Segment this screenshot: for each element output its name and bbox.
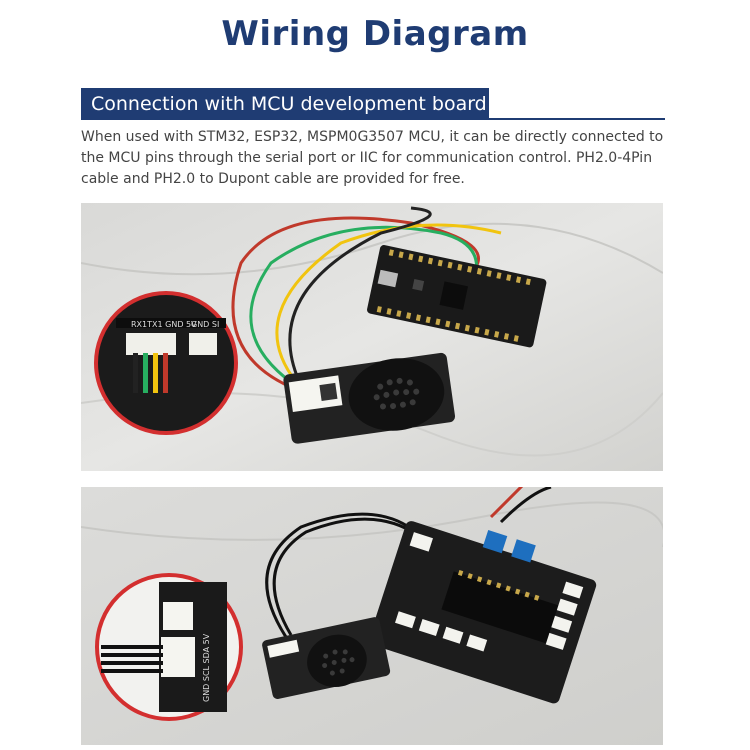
- pin-labels-left: RX1TX1 GND 5V: [131, 320, 197, 329]
- connector-callout-zoom: RX1TX1 GND 5V GND SI: [94, 291, 238, 435]
- wiring-photo-expansion-board: GND SCL SDA 5V: [81, 487, 663, 745]
- pin-labels-right: GND SI: [191, 320, 219, 329]
- section-heading: Connection with MCU development board: [81, 88, 489, 120]
- voice-module: [283, 352, 456, 444]
- connector-callout-zoom: GND SCL SDA 5V: [95, 573, 243, 721]
- cable-wires: [231, 206, 502, 390]
- pin-labels: GND SCL SDA 5V: [202, 633, 211, 702]
- section-description: When used with STM32, ESP32, MSPM0G3507 …: [81, 129, 664, 187]
- mcu-board: [367, 245, 547, 348]
- voice-module: [262, 617, 391, 699]
- expansion-board: [368, 521, 597, 704]
- wiring-photo-mcu-board: RX1TX1 GND 5V GND SI: [81, 203, 663, 471]
- section-divider: [81, 118, 665, 120]
- page-title: Wiring Diagram: [221, 14, 529, 54]
